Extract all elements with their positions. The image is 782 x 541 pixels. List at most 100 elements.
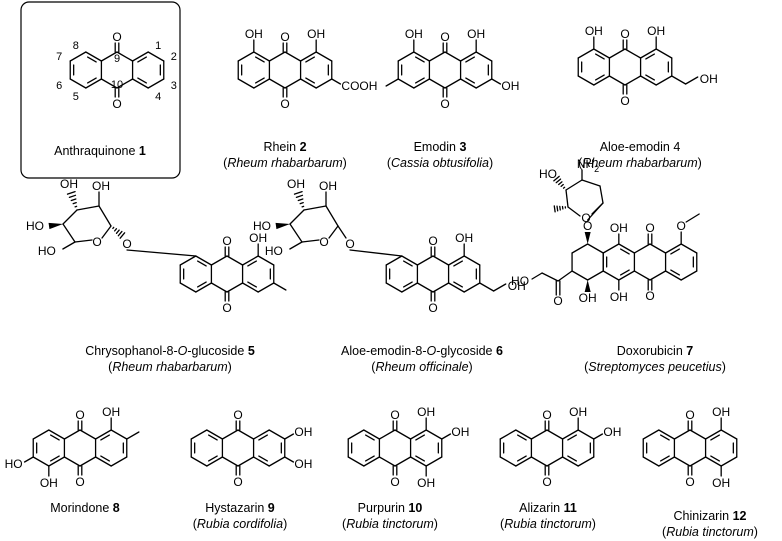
compound-number: 12 — [733, 509, 747, 523]
hash-bond — [117, 230, 123, 237]
compound-source: (Cassia obtusifolia) — [387, 156, 493, 170]
bond — [415, 434, 426, 441]
bond — [394, 456, 412, 467]
bond — [305, 77, 316, 84]
bond — [116, 51, 134, 62]
bond — [63, 456, 81, 467]
bond — [100, 434, 111, 441]
atom-label: OH — [245, 27, 263, 41]
compound-source: (Rheum officinale) — [371, 360, 472, 374]
atom-label: O — [620, 94, 629, 108]
bond — [241, 282, 259, 293]
compound-number: 9 — [268, 501, 275, 515]
bond — [257, 255, 275, 266]
bond — [463, 282, 481, 293]
bond — [315, 78, 333, 89]
bond — [331, 78, 342, 85]
bond — [658, 429, 676, 440]
bond — [416, 282, 434, 293]
hash-bond — [562, 186, 566, 189]
bond — [619, 248, 630, 255]
bond — [659, 434, 670, 441]
ring-position-number: 9 — [114, 53, 120, 65]
bond — [516, 434, 527, 441]
bond — [268, 429, 286, 440]
compound-number: 3 — [459, 140, 466, 154]
ring-position-number: 5 — [73, 91, 79, 103]
hash-bond — [555, 178, 562, 184]
compound-name: Morindone 8 — [50, 501, 120, 515]
bond — [273, 282, 287, 291]
bond — [586, 270, 604, 281]
atom-label: OH — [579, 291, 597, 305]
bond — [299, 78, 317, 89]
compound-source: (Rubia cordifolia) — [193, 517, 288, 531]
bond — [401, 282, 419, 293]
atom-label: OH — [712, 405, 730, 419]
atom-label: O — [583, 219, 592, 233]
bond — [567, 455, 578, 462]
bond — [147, 51, 165, 62]
bond — [655, 75, 673, 86]
bond — [258, 455, 269, 462]
bond — [69, 51, 87, 62]
compound-name: Hystazarin 9 — [205, 501, 275, 515]
hash-bond — [112, 226, 115, 230]
bond — [385, 255, 403, 266]
atom-label: HO — [265, 244, 283, 258]
bond — [680, 270, 698, 281]
bond — [428, 78, 446, 89]
atom-label: HO — [38, 244, 56, 258]
atom-label: O — [122, 237, 131, 251]
bond — [444, 51, 462, 62]
bond — [299, 51, 317, 62]
bond — [289, 223, 303, 243]
bond — [475, 78, 493, 89]
bond — [571, 270, 589, 281]
bond — [645, 53, 656, 60]
bond — [402, 260, 413, 267]
bond — [409, 429, 427, 440]
bond — [196, 260, 207, 267]
bond — [137, 56, 148, 63]
bond — [561, 429, 579, 440]
bond — [624, 75, 642, 86]
bond — [268, 456, 286, 467]
atom-label: O — [685, 475, 694, 489]
bond — [100, 78, 118, 89]
bond — [670, 269, 681, 276]
bond — [147, 78, 165, 89]
hash-bond — [556, 205, 559, 212]
atom-label: O — [233, 408, 242, 422]
atom-label: O — [222, 234, 231, 248]
bond — [62, 209, 78, 225]
atom-label: OH — [455, 231, 473, 245]
atom-label: OH — [294, 425, 312, 439]
atom-label: O — [75, 475, 84, 489]
bond — [649, 243, 667, 254]
bond — [364, 455, 375, 462]
hash-bond — [114, 228, 118, 232]
bond — [48, 429, 66, 440]
bond — [195, 255, 213, 266]
hash-bond — [70, 198, 77, 202]
ring-oxygen: O — [319, 235, 328, 249]
bond — [577, 75, 595, 86]
bond — [137, 77, 148, 84]
hash-bond — [301, 205, 305, 208]
bond — [94, 456, 112, 467]
compound-source: (Streptomyces peucetius) — [584, 360, 726, 374]
bond — [414, 56, 425, 63]
bond — [704, 429, 722, 440]
hash-bond — [66, 190, 76, 195]
bond — [655, 48, 673, 59]
bond — [664, 243, 682, 254]
bond — [577, 48, 595, 59]
hash-bond — [68, 194, 77, 198]
bond — [98, 205, 112, 227]
bond — [415, 455, 426, 462]
